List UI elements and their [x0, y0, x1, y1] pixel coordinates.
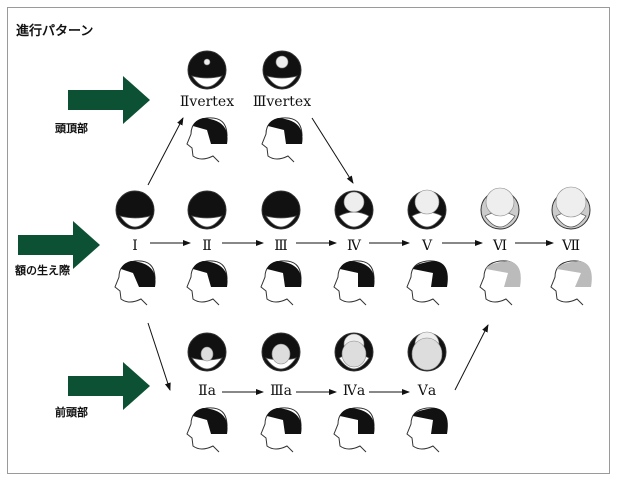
group-label-vertex: 頭頂部	[55, 122, 88, 135]
side-hair-VII	[557, 261, 592, 287]
face-area-III	[265, 215, 297, 228]
stage-label-I: Ⅰ	[132, 238, 138, 254]
stage-label-IIIv: Ⅲvertex	[252, 94, 312, 110]
face-area-IV	[338, 211, 370, 228]
face-area-IIIv	[266, 75, 298, 88]
progression-arrow-8	[147, 322, 171, 391]
diagram-title: 進行パターン	[16, 24, 94, 39]
side-hair-IIIa	[267, 408, 302, 434]
side-hair-IIv	[193, 118, 228, 144]
progression-arrow-12	[454, 324, 489, 391]
green-arrow-1	[18, 221, 100, 269]
stage-label-IIa: Ⅱa	[198, 383, 216, 399]
stage-label-VII: Ⅶ	[561, 238, 581, 254]
face-area-V	[411, 211, 443, 228]
bald-front-IIa	[200, 346, 214, 362]
stage-label-V: Ⅴ	[421, 238, 433, 254]
side-hair-IIa	[193, 408, 228, 434]
group-label-front: 前頭部	[55, 406, 88, 419]
stage-label-IIIa: Ⅲa	[270, 383, 292, 399]
progression-arrow-7	[311, 117, 354, 184]
side-hair-III	[267, 261, 302, 287]
side-hair-IV	[340, 261, 375, 287]
bald-front-Va	[411, 337, 443, 371]
bald-front-IIIa	[271, 343, 291, 365]
face-area-II	[191, 215, 223, 228]
bald-spot-IV	[343, 191, 365, 213]
side-hair-Va	[413, 408, 448, 434]
bald-spot-IIv	[203, 58, 211, 66]
side-hair-II	[193, 261, 228, 287]
face-area-I	[119, 215, 151, 228]
bald-spot-VII	[555, 186, 587, 218]
stage-label-IVa: Ⅳa	[342, 383, 366, 399]
side-hair-V	[413, 261, 448, 287]
side-hair-I	[121, 261, 156, 287]
side-hair-IVa	[340, 408, 375, 434]
face-area-IIa	[191, 357, 223, 370]
stage-label-Va: Ⅴa	[417, 383, 437, 399]
bald-spot-V	[414, 189, 440, 215]
side-hair-IIIv	[268, 118, 303, 144]
face-area-IIv	[191, 75, 223, 88]
bald-spot-VI	[485, 187, 515, 217]
green-arrow-0	[68, 76, 150, 124]
stage-label-IIv: Ⅱvertex	[179, 94, 235, 110]
side-hair-VI	[486, 261, 521, 287]
stage-label-IV: Ⅳ	[347, 238, 361, 254]
group-label-hairline: 額の生え際	[15, 264, 70, 277]
bald-front-IVa	[341, 340, 367, 368]
frame	[7, 7, 610, 474]
progression-arrow-6	[147, 117, 184, 186]
stage-label-II: Ⅱ	[202, 238, 212, 254]
green-arrow-2	[68, 362, 150, 410]
stage-label-III: Ⅲ	[274, 238, 288, 254]
stage-label-VI: Ⅵ	[492, 238, 508, 254]
bald-spot-IIIv	[275, 55, 289, 69]
